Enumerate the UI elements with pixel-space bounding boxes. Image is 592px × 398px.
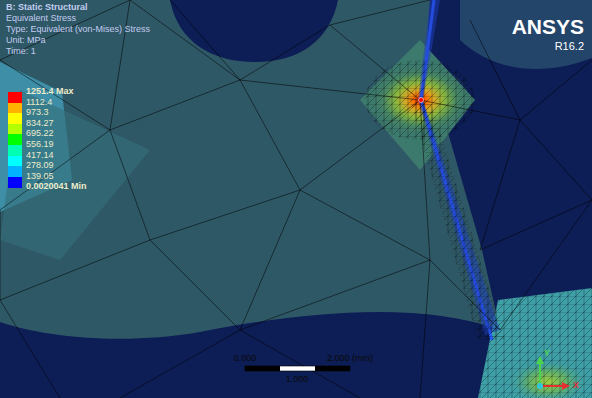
color-swatch	[8, 124, 22, 135]
unit-note: Unit: MPa	[6, 35, 46, 46]
legend-value: 834.27	[26, 118, 54, 129]
legend-value: 278.09	[26, 160, 54, 171]
color-swatch	[8, 177, 22, 188]
legend-value: 973.3	[26, 107, 49, 118]
time-note: Time: 1	[6, 46, 36, 57]
color-swatch	[8, 113, 22, 124]
brand-logo: ANSYS	[512, 14, 584, 39]
axis-label: Y	[544, 348, 550, 359]
result-type: Type: Equivalent (von-Mises) Stress	[6, 24, 150, 35]
color-swatch	[8, 166, 22, 177]
legend-value: 417.14	[26, 150, 54, 161]
legend-value: 1112.4	[26, 97, 52, 108]
analysis-name: B: Static Structural	[6, 2, 88, 13]
scale-value: 1.000	[286, 374, 309, 385]
axis-label: X	[573, 380, 579, 391]
color-swatch	[8, 134, 22, 145]
legend-value: 556.19	[26, 139, 54, 150]
release-number: R16.2	[555, 40, 584, 53]
legend-min: 0.0020041 Min	[26, 181, 87, 192]
legend-value: 695.22	[26, 128, 54, 139]
color-swatch	[8, 92, 22, 103]
legend-value: 1251.4 Max	[26, 86, 74, 97]
scale-value: 0.000	[234, 353, 257, 364]
color-swatch	[8, 145, 22, 156]
color-swatch	[8, 103, 22, 114]
legend-value: 139.05	[26, 171, 54, 182]
color-swatch	[8, 156, 22, 167]
scale-value: 2.000 (mm)	[327, 353, 373, 364]
result-name: Equivalent Stress	[6, 13, 76, 24]
